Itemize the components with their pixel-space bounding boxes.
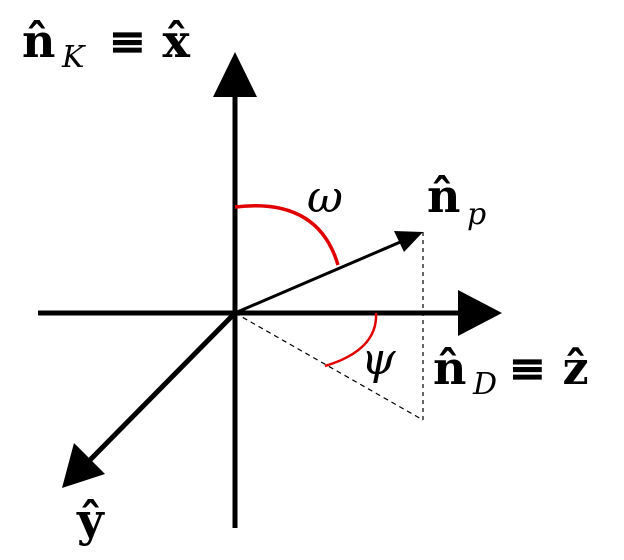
np-vector-arrowhead (394, 231, 423, 252)
vertical-axis-arrowhead (213, 52, 257, 97)
label-nk-equiv-x: n̂ K ≡ x̂ (22, 14, 191, 75)
omega-arc (234, 204, 340, 266)
label-nd-equiv-z: n̂ D ≡ ẑ (433, 341, 589, 402)
label-psi: ψ (361, 334, 396, 385)
label-y: ŷ (76, 493, 105, 547)
projection-diagonal-dashed (234, 312, 424, 421)
label-nd-main: n̂ (433, 341, 466, 395)
label-np-sub: p (467, 197, 486, 232)
label-nk-main: n̂ (22, 14, 55, 68)
label-nk-sub: K (61, 40, 86, 75)
label-np: n̂ p (427, 169, 486, 232)
horizontal-axis-arrowhead (458, 290, 502, 336)
psi-arc (324, 312, 378, 368)
label-omega: ω (307, 172, 343, 223)
np-vector (234, 238, 406, 315)
label-nk-rest: ≡ x̂ (108, 14, 191, 68)
label-nd-rest: ≡ ẑ (508, 341, 589, 395)
label-nd-sub: D (472, 367, 497, 402)
y-axis (88, 311, 237, 462)
label-np-main: n̂ (427, 169, 460, 223)
y-axis-arrowhead (62, 443, 105, 488)
